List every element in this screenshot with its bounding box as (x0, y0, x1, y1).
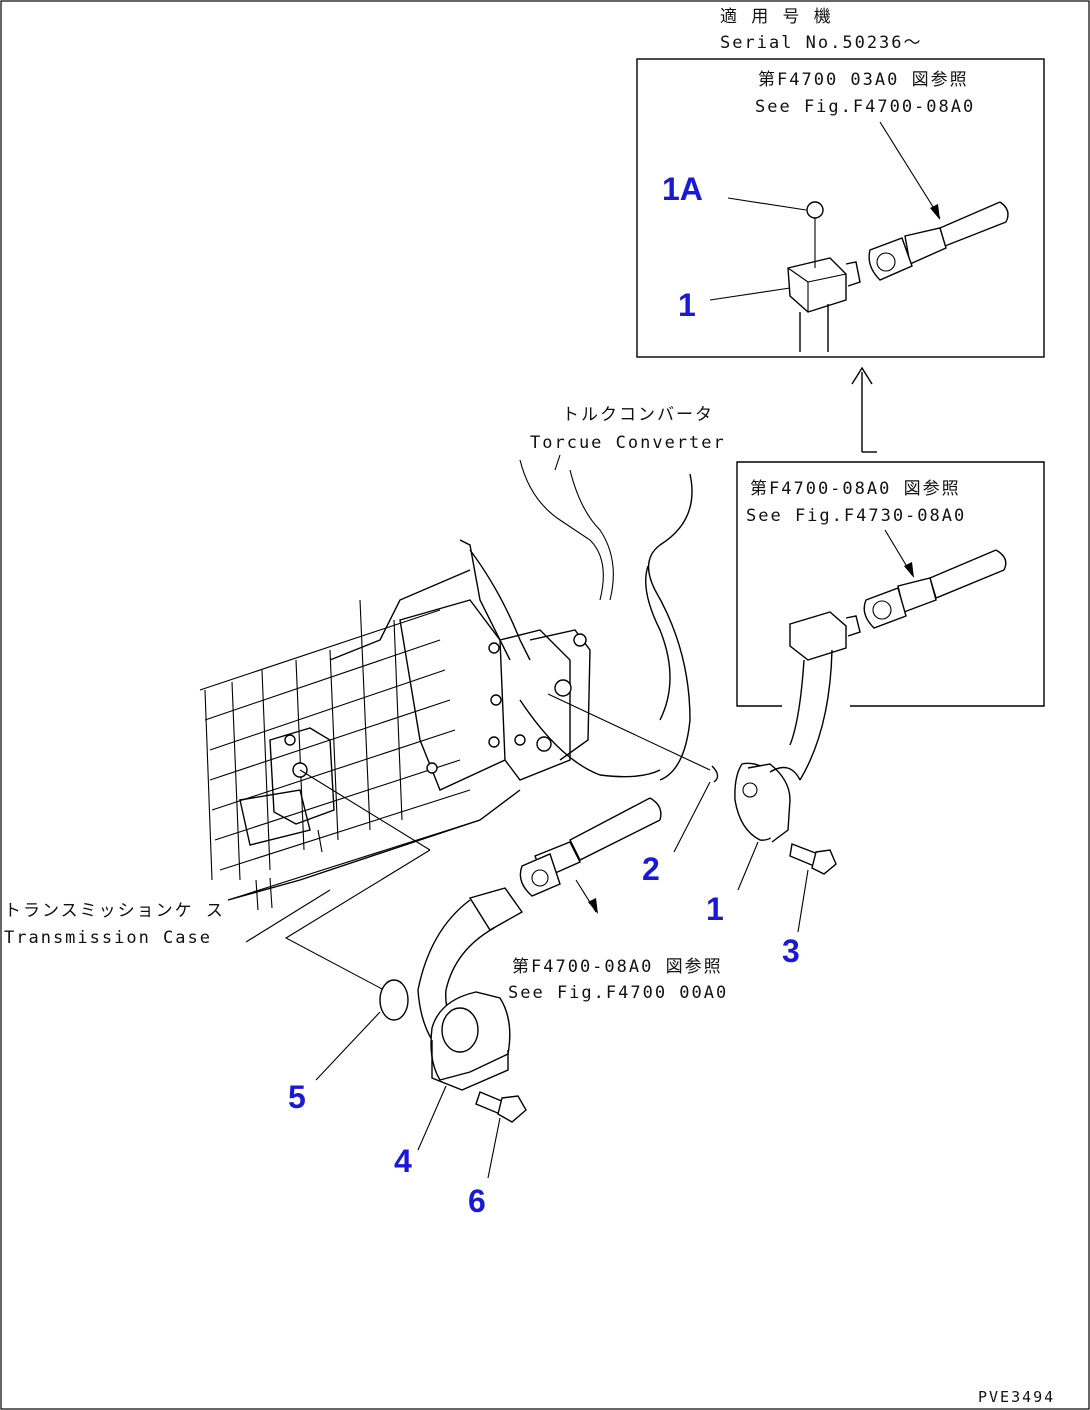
part-5-o-ring (379, 979, 409, 1021)
part-number-1-inset: 1 (678, 287, 696, 323)
inset-mid-ref-en: See Fig.F4730-08A0 (746, 506, 966, 526)
inset-link-arrow (851, 366, 877, 453)
part-number-1: 1 (706, 891, 724, 927)
drawing-code: PVE3494 (978, 1388, 1055, 1406)
main-ref-jp: 第F4700-08A0 図参照 (512, 957, 723, 977)
applicable-serial-number: Serial No.50236〜 (720, 33, 923, 53)
transmission-housing-drawing (199, 459, 693, 911)
part-number-3: 3 (782, 933, 800, 969)
part-1-tube-flange (734, 762, 801, 843)
inset-box-middle: 第F4700-08A0 図参照 See Fig.F4730-08A0 (736, 461, 1045, 781)
applicable-serial-title: 適 用 号 機 (720, 7, 833, 27)
part-number-6: 6 (468, 1183, 486, 1219)
torque-converter-label-en: Torcue Converter (530, 433, 726, 453)
transmission-case-label-en: Transmission Case (4, 928, 212, 948)
inset-top-ref-en: See Fig.F4700-08A0 (755, 97, 975, 117)
inset-mid-ref-jp: 第F4700-08A0 図参照 (750, 479, 961, 499)
part-6-bolt (475, 1091, 527, 1123)
part-number-1a: 1A (662, 171, 703, 207)
part-number-2: 2 (642, 851, 660, 887)
main-ref-en: See Fig.F4700 00A0 (508, 983, 728, 1003)
transmission-case-label-jp: トランスミッションケ ス (4, 901, 225, 921)
part-4-bent-pipe (417, 887, 524, 1091)
part-number-4: 4 (394, 1143, 412, 1179)
part-3-bolt (789, 843, 837, 875)
part-number-5: 5 (288, 1079, 306, 1115)
torque-converter-label-jp: トルクコンバータ (562, 405, 714, 425)
main-pipe (519, 797, 662, 914)
inset-box-top: 第F4700 03A0 図参照 See Fig.F4700-08A0 1A 1 (636, 58, 1045, 358)
inset-top-ref-jp: 第F4700 03A0 図参照 (758, 70, 969, 90)
